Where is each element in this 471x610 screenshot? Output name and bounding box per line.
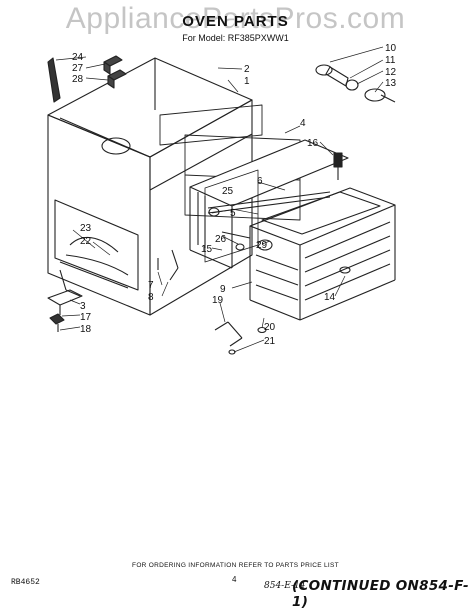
page-number: 4	[232, 575, 237, 584]
part-label-9: 9	[220, 284, 226, 295]
part-label-29: 29	[256, 240, 268, 251]
part-label-17: 17	[80, 312, 92, 323]
part-label-8: 8	[148, 292, 154, 303]
part-label-12: 12	[385, 67, 397, 78]
part-label-3: 3	[80, 301, 86, 312]
leveling-leg	[47, 289, 83, 332]
part-label-16: 16	[307, 138, 319, 149]
part-label-14: 14	[324, 292, 336, 303]
handwritten-reference: 854-E-14	[264, 581, 306, 591]
broiler-frame	[189, 139, 349, 269]
part-label-25: 25	[222, 186, 234, 197]
burner-opening	[54, 199, 139, 291]
bracket-blocks	[103, 55, 127, 89]
part-label-28: 28	[72, 74, 84, 85]
igniter-valve	[315, 64, 396, 103]
part-label-5: 5	[230, 208, 236, 219]
part-label-21: 21	[264, 336, 276, 347]
part-label-18: 18	[80, 324, 92, 335]
continued-note: (CONTINUED ON854-F-1)	[292, 578, 469, 610]
part-label-26: 26	[215, 234, 227, 245]
part-label-6: 6	[257, 176, 263, 187]
door-rod	[47, 57, 61, 103]
part-label-20: 20	[264, 322, 276, 333]
part-label-19: 19	[212, 295, 224, 306]
watermark: AppliancePartsPros.com	[65, 2, 406, 35]
base-bracket	[59, 269, 81, 297]
part-label-27: 27	[72, 63, 84, 74]
part-label-11: 11	[385, 55, 396, 66]
part-label-4: 4	[300, 118, 306, 129]
part-label-24: 24	[72, 52, 84, 63]
ordering-info: FOR ORDERING INFORMATION REFER TO PARTS …	[132, 562, 339, 569]
broiler-drawer	[249, 187, 396, 321]
page-title: OVEN PARTS	[182, 13, 289, 30]
part-number-labels: 2 1 10 11 12 13 24 27 28 4 16 6 25 5 23 …	[72, 43, 397, 347]
part-label-15: 15	[201, 244, 213, 255]
part-label-10: 10	[385, 43, 397, 54]
part-label-13: 13	[385, 78, 397, 89]
leader-lines	[55, 46, 384, 353]
insulator-block	[333, 152, 343, 180]
mounting-screws	[157, 249, 179, 281]
part-label-7: 7	[148, 280, 154, 291]
part-label-2: 2	[244, 64, 250, 75]
part-label-1: 1	[244, 76, 250, 87]
document-code: RB4652	[11, 578, 40, 587]
model-number: For Model: RF385PXWW1	[182, 33, 289, 43]
part-label-23: 23	[80, 223, 92, 234]
part-label-22: 22	[80, 236, 92, 247]
